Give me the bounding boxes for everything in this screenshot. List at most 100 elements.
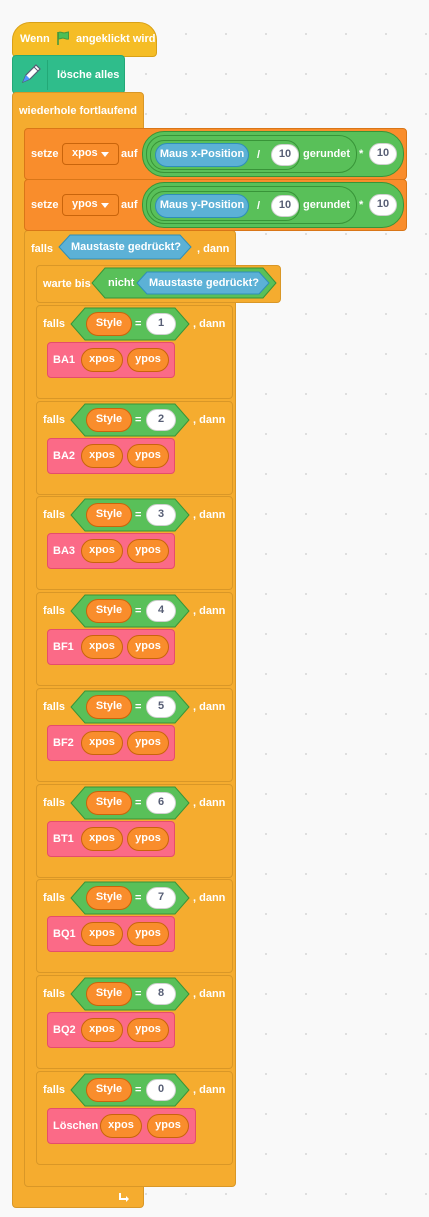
style-variable-reporter[interactable]: Style: [86, 408, 132, 432]
style-value: 4: [157, 604, 165, 616]
style-value-input[interactable]: 4: [146, 600, 176, 622]
factor-input[interactable]: 10: [369, 194, 397, 216]
style-value-input[interactable]: 2: [146, 409, 176, 431]
if-style-block[interactable]: falls Style = 0 , dann: [36, 1071, 233, 1165]
custom-block-call[interactable]: Löschen xpos ypos: [47, 1108, 196, 1144]
equals-operator[interactable]: Style = 3: [70, 498, 190, 532]
equals-operator[interactable]: Style = 7: [70, 881, 190, 915]
set-ypos-block[interactable]: setze ypos auf Maus y-Position / 10 geru…: [24, 179, 407, 231]
style-value-input[interactable]: 8: [146, 983, 176, 1005]
custom-block-call[interactable]: BQ2 xpos ypos: [47, 1012, 175, 1048]
multiply-operator[interactable]: Maus x-Position / 10 gerundet * 10: [142, 131, 404, 177]
mouse-x-reporter[interactable]: Maus x-Position: [155, 143, 249, 167]
xpos-argument[interactable]: xpos: [81, 1018, 123, 1042]
style-variable-reporter[interactable]: Style: [86, 1078, 132, 1102]
xpos-argument[interactable]: xpos: [81, 635, 123, 659]
style-value: 8: [157, 987, 165, 999]
divide-operator[interactable]: Maus y-Position / 10: [150, 191, 300, 221]
custom-block-call[interactable]: BT1 xpos ypos: [47, 821, 175, 857]
style-variable-reporter[interactable]: Style: [86, 791, 132, 815]
ypos-variable-dropdown[interactable]: ypos: [62, 194, 119, 216]
when-flag-clicked-block[interactable]: Wenn angeklickt wird: [12, 22, 157, 57]
set-xpos-block[interactable]: setze xpos auf Maus x-Position / 10 geru…: [24, 128, 407, 180]
style-variable-reporter[interactable]: Style: [86, 599, 132, 623]
divisor-input[interactable]: 10: [271, 195, 299, 217]
ypos-argument[interactable]: ypos: [127, 827, 169, 851]
xpos-argument[interactable]: xpos: [81, 444, 123, 468]
custom-block-call[interactable]: BQ1 xpos ypos: [47, 916, 175, 952]
xpos-argument[interactable]: xpos: [100, 1114, 142, 1138]
xpos-argument-text: xpos: [89, 1023, 115, 1035]
if-falls-label: falls: [43, 414, 66, 426]
ypos-argument[interactable]: ypos: [127, 444, 169, 468]
xpos-argument[interactable]: xpos: [81, 922, 123, 946]
xpos-argument-text: xpos: [89, 832, 115, 844]
divide-operator[interactable]: Maus x-Position / 10: [150, 140, 300, 170]
multiply-operator[interactable]: Maus y-Position / 10 gerundet * 10: [142, 182, 404, 228]
equals-operator[interactable]: Style = 1: [70, 307, 190, 341]
pen-clear-block[interactable]: lösche alles: [12, 55, 125, 94]
not-label: nicht: [108, 277, 135, 289]
style-value-input[interactable]: 7: [146, 887, 176, 909]
style-variable-reporter[interactable]: Style: [86, 503, 132, 527]
mouse-y-reporter[interactable]: Maus y-Position: [155, 194, 249, 218]
forever-label: wiederhole fortlaufend: [19, 105, 137, 117]
custom-block-name: BA2: [53, 450, 76, 462]
ypos-argument-text: ypos: [135, 736, 161, 748]
xpos-argument[interactable]: xpos: [81, 348, 123, 372]
xpos-argument[interactable]: xpos: [81, 539, 123, 563]
ypos-argument[interactable]: ypos: [127, 539, 169, 563]
pen-icon: [17, 60, 48, 90]
factor-input[interactable]: 10: [369, 143, 397, 165]
if-style-block[interactable]: falls Style = 8 , dann: [36, 975, 233, 1069]
ypos-argument[interactable]: ypos: [127, 922, 169, 946]
equals-operator[interactable]: Style = 6: [70, 786, 190, 820]
ypos-argument-text: ypos: [135, 544, 161, 556]
if-style-block[interactable]: falls Style = 4 , dann: [36, 592, 233, 686]
style-value-input[interactable]: 6: [146, 792, 176, 814]
style-value-input[interactable]: 3: [146, 504, 176, 526]
mouse-down-text: Maustaste gedrückt?: [149, 277, 260, 289]
custom-block-call[interactable]: BF1 xpos ypos: [47, 629, 175, 665]
equals-symbol: =: [135, 988, 142, 1000]
mouse-down-condition[interactable]: Maustaste gedrückt?: [136, 271, 270, 295]
if-style-block[interactable]: falls Style = 7 , dann: [36, 879, 233, 973]
style-variable-text: Style: [95, 700, 123, 712]
wait-until-block[interactable]: warte bis nicht Maustaste gedrückt?: [36, 265, 281, 303]
xpos-argument[interactable]: xpos: [81, 827, 123, 851]
style-variable-reporter[interactable]: Style: [86, 695, 132, 719]
style-value-input[interactable]: 0: [146, 1079, 176, 1101]
xpos-argument[interactable]: xpos: [81, 731, 123, 755]
round-operator[interactable]: Maus x-Position / 10 gerundet: [146, 135, 357, 173]
hat-suffix: angeklickt wird: [76, 33, 156, 45]
style-value-input[interactable]: 5: [146, 696, 176, 718]
divisor-value: 10: [278, 148, 292, 160]
style-variable-reporter[interactable]: Style: [86, 312, 132, 336]
ypos-argument[interactable]: ypos: [127, 1018, 169, 1042]
style-value-input[interactable]: 1: [146, 313, 176, 335]
custom-block-call[interactable]: BA2 xpos ypos: [47, 438, 175, 474]
equals-operator[interactable]: Style = 5: [70, 690, 190, 724]
round-operator[interactable]: Maus y-Position / 10 gerundet: [146, 186, 357, 224]
equals-operator[interactable]: Style = 0: [70, 1073, 190, 1107]
mouse-y-text: Maus y-Position: [159, 199, 245, 211]
equals-operator[interactable]: Style = 2: [70, 403, 190, 437]
mouse-down-condition[interactable]: Maustaste gedrückt?: [58, 234, 192, 260]
equals-operator[interactable]: Style = 8: [70, 977, 190, 1011]
style-variable-reporter[interactable]: Style: [86, 886, 132, 910]
multiply-symbol: *: [359, 148, 364, 160]
custom-block-call[interactable]: BF2 xpos ypos: [47, 725, 175, 761]
style-variable-reporter[interactable]: Style: [86, 982, 132, 1006]
xpos-argument-text: xpos: [89, 640, 115, 652]
ypos-argument[interactable]: ypos: [147, 1114, 189, 1138]
equals-operator[interactable]: Style = 4: [70, 594, 190, 628]
not-operator[interactable]: nicht Maustaste gedrückt?: [91, 267, 277, 299]
ypos-argument[interactable]: ypos: [127, 731, 169, 755]
if-falls-label: falls: [43, 605, 66, 617]
custom-block-call[interactable]: BA3 xpos ypos: [47, 533, 175, 569]
xpos-variable-dropdown[interactable]: xpos: [62, 143, 119, 165]
ypos-argument[interactable]: ypos: [127, 635, 169, 659]
ypos-argument[interactable]: ypos: [127, 348, 169, 372]
divisor-input[interactable]: 10: [271, 144, 299, 166]
custom-block-call[interactable]: BA1 xpos ypos: [47, 342, 175, 378]
